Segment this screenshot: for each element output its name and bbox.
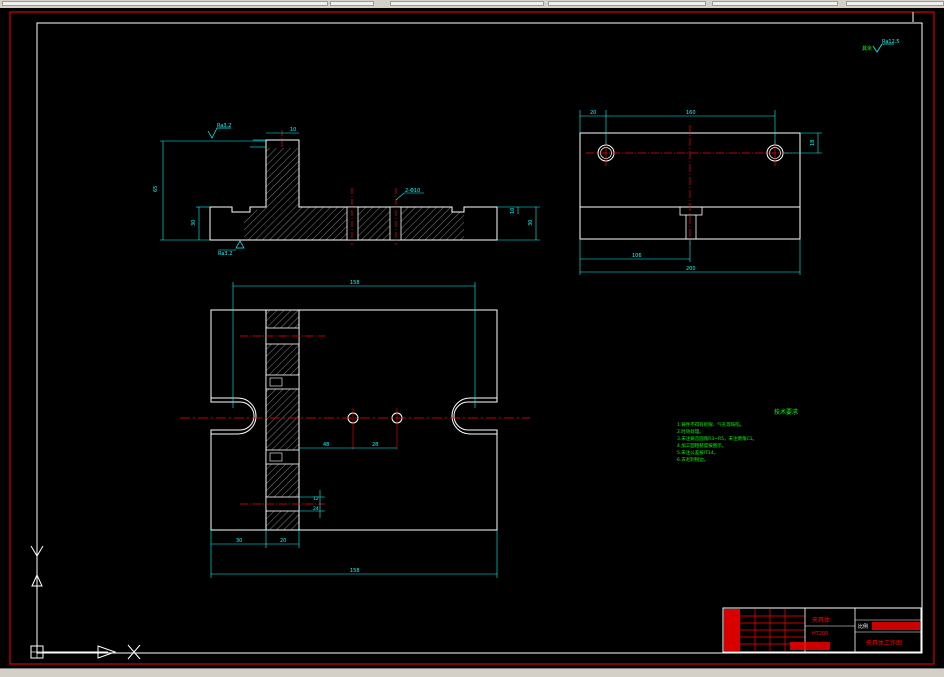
dim-front-top-width-text: 10: [290, 127, 296, 133]
drawing-canvas[interactable]: 其余 Ra12.5 65 30 30 10 1: [0, 8, 944, 668]
toolbar-segment-4[interactable]: [548, 1, 706, 6]
front-hole-2: [389, 206, 402, 241]
title-block: 夹具体 HT200 比例 夹具体工作图: [722, 607, 922, 653]
front-roughness-bottom: Ra3.2: [218, 251, 232, 257]
dim-front-hole-callout: 2-Φ10: [405, 188, 420, 194]
title-part-name: 夹具体: [812, 616, 830, 624]
dim-plan-side-a-text: 12: [313, 496, 319, 502]
dim-plan-left-20-text: 20: [280, 538, 286, 544]
status-bar: [0, 668, 944, 677]
front-hole-1: [346, 206, 359, 241]
title-material: HT200: [812, 631, 828, 637]
tech-req-title: 技术要求: [774, 408, 798, 416]
tech-req-line: 3.未注铸造圆角R3~R5，未注倒角C1。: [677, 435, 757, 442]
front-roughness-top: Ra3.2: [217, 123, 231, 129]
leader-hole-callout: [395, 192, 424, 201]
dim-plan-side-b-text: 24: [313, 506, 319, 512]
plan-rib-hatch: [265, 309, 300, 531]
tech-req-line: 2.时效处理。: [677, 428, 704, 435]
side-view: 20 160 18 106 200: [579, 110, 822, 275]
tech-req-line: 1.铸件不得有砂眼、气孔等缺陷。: [677, 421, 744, 428]
dim-front-height-base-text: 30: [191, 220, 197, 226]
title-scale-label: 比例: [858, 623, 868, 630]
dim-side-bottom-b-text: 200: [686, 266, 696, 272]
dim-front-height-total-text: 65: [153, 186, 159, 192]
toolbar-segment-2[interactable]: [330, 1, 374, 6]
toolbar-segment-5[interactable]: [712, 1, 838, 6]
corner-roughness: 其余 Ra12.5: [862, 39, 900, 53]
plan-view-outline: [210, 309, 498, 531]
dim-side-right-text: 18: [810, 140, 816, 146]
plan-view: 158 48 28 30 20 158 12 24: [180, 280, 530, 578]
dim-front-height-right-text: 30: [528, 220, 534, 226]
corner-roughness-value: Ra12.5: [882, 39, 900, 45]
toolbar-segment-1[interactable]: [2, 1, 328, 6]
dim-plan-left-30-text: 30: [236, 538, 242, 544]
dim-side-top-spacing-text: 160: [686, 110, 696, 116]
toolbar-segment-3[interactable]: [390, 1, 544, 6]
dim-side-bottom-a-text: 106: [632, 253, 642, 259]
title-drawing-title: 夹具体工作图: [866, 639, 902, 647]
ucs-x-cross-icon: [127, 644, 141, 660]
outer-frame: [9, 11, 935, 665]
ucs-icon: [30, 545, 141, 660]
ucs-y-axis-icon: [30, 545, 44, 570]
front-view: 65 30 30 10 10 2-Φ10 Ra3.2 Ra3.2: [153, 123, 540, 257]
dim-side-top-left-text: 20: [590, 110, 596, 116]
dim-plan-hole-offset-text: 48: [323, 442, 329, 448]
corner-roughness-prefix: 其余: [862, 45, 872, 52]
tech-req-line: 5.未注公差按IT14。: [677, 449, 718, 456]
roughness-symbol-icon: [235, 240, 245, 249]
dim-plan-hole-spacing-text: 28: [372, 442, 378, 448]
ucs-x-arrow-icon: [97, 645, 117, 659]
window-tab-bar: [0, 0, 944, 8]
dim-plan-width-top-text: 158: [350, 280, 360, 286]
dim-front-right-small-text: 10: [510, 208, 516, 214]
toolbar-segment-6[interactable]: [846, 1, 944, 6]
tech-requirements: 技术要求 1.铸件不得有砂眼、气孔等缺陷。 2.时效处理。 3.未注铸造圆角R3…: [677, 408, 798, 463]
roughness-symbol-icon: [207, 127, 231, 139]
inner-frame: [36, 22, 923, 654]
front-view-hatch: [244, 148, 464, 240]
tech-req-line: 4.加工面粗糙度按图示。: [677, 442, 726, 449]
roughness-symbol-icon: [872, 43, 894, 53]
dim-plan-width-bottom-text: 158: [350, 568, 360, 574]
tech-req-line: 6.去毛刺锐边。: [677, 456, 708, 463]
